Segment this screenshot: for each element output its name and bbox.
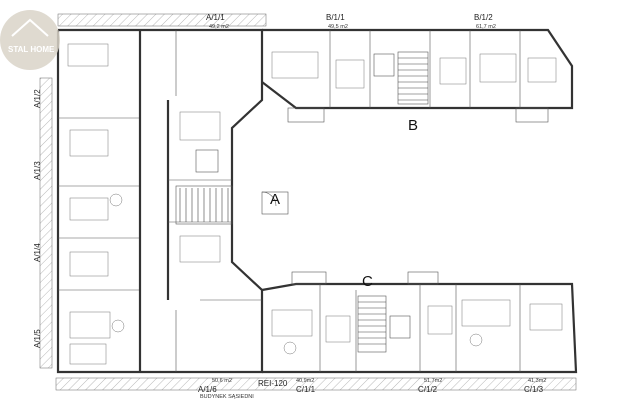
lift-b — [373, 53, 395, 77]
neighbor-strip-top — [57, 13, 267, 27]
unit-area: 61,7 m2 — [476, 24, 496, 30]
neighbor-building-label: BUDYNEK SĄSIEDNI — [200, 394, 254, 400]
unit-label: B/1/1 — [326, 13, 345, 22]
unit-label: A/1/3 — [33, 161, 42, 180]
unit-label: C/1/2 — [418, 385, 438, 394]
staircase-c — [357, 295, 387, 353]
unit-area: 41,3m2 — [528, 378, 546, 384]
unit-area: 50,6 m2 — [212, 378, 232, 384]
unit-label: B/1/2 — [474, 13, 493, 22]
unit-label: A/1/6 — [198, 385, 217, 394]
balconies — [287, 107, 549, 285]
fire-wall-label: REI-120 — [258, 379, 288, 388]
unit-area: 49,2 m2 — [209, 24, 229, 30]
neighbor-strip-left — [39, 77, 53, 369]
neighbor-strip-bottom — [55, 377, 577, 391]
section-c-label: C — [362, 273, 373, 290]
wing-b-outline — [261, 28, 574, 110]
unit-label: A/1/1 — [206, 13, 225, 22]
unit-area: 40,9m2 — [296, 378, 314, 384]
interior-walls — [58, 30, 521, 372]
unit-label: A/1/2 — [33, 89, 42, 108]
unit-area: 49,5 m2 — [328, 24, 348, 30]
unit-label: A/1/5 — [33, 329, 42, 348]
unit-label: C/1/3 — [524, 385, 544, 394]
company-logo: STAL HOME — [0, 10, 60, 70]
wing-c-outline — [261, 282, 578, 374]
unit-label: C/1/1 — [296, 385, 316, 394]
staircase-a — [175, 185, 233, 225]
svg-text:STAL HOME: STAL HOME — [8, 45, 55, 54]
west-wing-outline — [56, 28, 264, 374]
lift-a — [195, 149, 219, 173]
section-b-label: B — [408, 117, 418, 134]
furniture — [67, 43, 563, 365]
entrance-door-a — [261, 191, 289, 215]
section-a-label: A — [270, 191, 280, 208]
unit-label: A/1/4 — [33, 243, 42, 262]
staircase-b — [397, 51, 429, 105]
lift-c — [389, 315, 411, 339]
unit-area: 51,7m2 — [424, 378, 442, 384]
